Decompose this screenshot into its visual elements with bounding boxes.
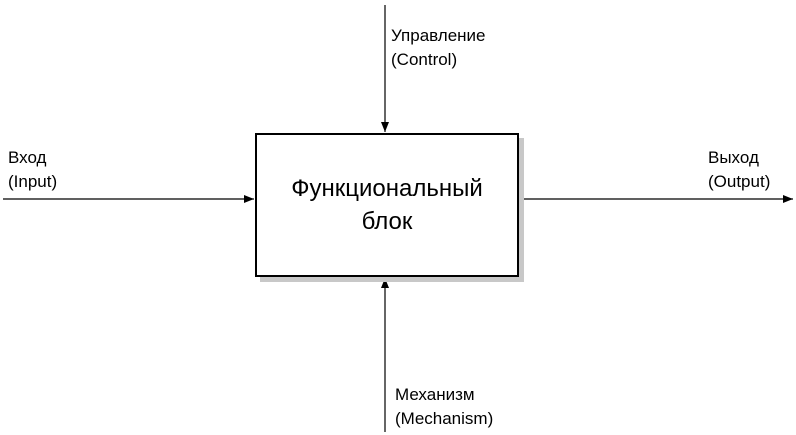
mechanism-label: Механизм (Mechanism) — [395, 383, 493, 431]
control-label-line1: Управление — [391, 26, 486, 45]
output-label-line1: Выход — [708, 148, 759, 167]
control-label: Управление (Control) — [391, 24, 486, 72]
output-label-line2: (Output) — [708, 172, 771, 191]
mechanism-label-line2: (Mechanism) — [395, 409, 494, 428]
input-label-line1: Вход — [8, 148, 47, 167]
function-block: Функциональный блок — [255, 133, 519, 277]
mechanism-label-line1: Механизм — [395, 385, 475, 404]
output-label: Выход (Output) — [708, 146, 770, 194]
input-label-line2: (Input) — [8, 172, 58, 191]
function-block-title-line2: блок — [361, 208, 413, 235]
function-block-title-line1: Функциональный — [291, 175, 483, 202]
control-label-line2: (Control) — [391, 50, 458, 69]
input-label: Вход (Input) — [8, 146, 57, 194]
